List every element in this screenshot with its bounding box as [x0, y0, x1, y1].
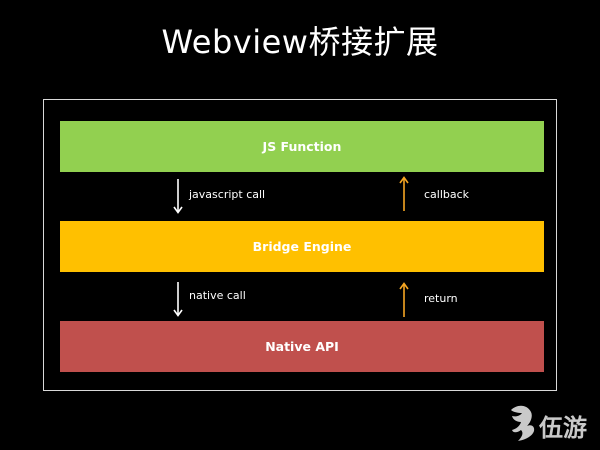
- js-function-layer: JS Function: [60, 121, 544, 172]
- native-api-layer: Native API: [60, 321, 544, 372]
- javascript-call-arrow-icon: [173, 178, 183, 214]
- javascript-call-label: javascript call: [189, 188, 266, 201]
- bird-logo-icon: 伍游: [511, 405, 587, 442]
- diagram-frame: [43, 99, 557, 391]
- return-arrow-icon: [399, 282, 409, 318]
- native-api-label: Native API: [265, 339, 339, 354]
- return-label: return: [424, 292, 458, 305]
- down-arrow-icon: [173, 282, 183, 317]
- up-arrow-icon: [399, 176, 409, 211]
- callback-arrow-icon: [399, 176, 409, 212]
- callback-label: callback: [424, 188, 470, 201]
- up-arrow-icon: [399, 282, 409, 317]
- watermark-logo: 伍游: [507, 400, 597, 446]
- native-call-arrow-icon: [173, 281, 183, 317]
- native-call-label: native call: [189, 289, 246, 302]
- bridge-engine-layer: Bridge Engine: [60, 221, 544, 272]
- bridge-engine-label: Bridge Engine: [252, 239, 352, 254]
- js-function-label: JS Function: [262, 139, 342, 154]
- watermark-text: 伍游: [539, 414, 587, 442]
- down-arrow-icon: [173, 179, 183, 214]
- slide-title: Webview桥接扩展: [161, 23, 439, 61]
